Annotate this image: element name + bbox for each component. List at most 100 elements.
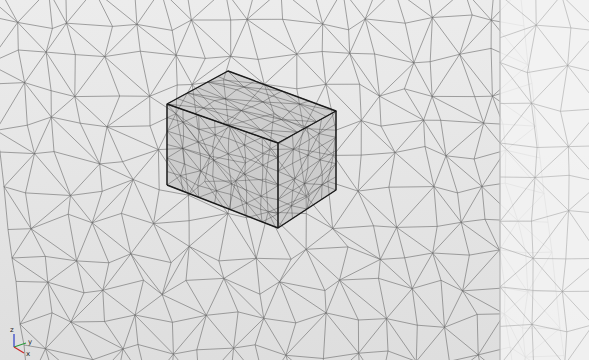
mesh-edge — [46, 52, 75, 55]
mesh-edge — [103, 290, 105, 321]
mesh-edge — [261, 196, 278, 200]
mesh-edge — [263, 96, 273, 102]
mesh-edge — [469, 250, 499, 255]
mesh-edge — [181, 171, 201, 176]
mesh-edge — [297, 24, 323, 54]
mesh-edge — [230, 348, 234, 360]
mesh-edge — [212, 147, 214, 161]
mesh-edge — [424, 120, 446, 156]
mesh-edge — [568, 66, 589, 109]
mesh-edge — [140, 51, 176, 55]
mesh-edge — [531, 66, 567, 104]
mesh-edge — [491, 48, 492, 96]
mesh-edge — [292, 135, 294, 149]
mesh-edge — [245, 174, 261, 196]
mesh-edge — [195, 108, 204, 114]
mesh-edge — [286, 313, 326, 355]
mesh-edge — [278, 206, 292, 214]
mesh-edge — [162, 246, 189, 294]
mesh-edge — [463, 255, 470, 291]
mesh-edge — [320, 137, 336, 160]
mesh-edge — [105, 51, 141, 56]
mesh-edge — [4, 154, 35, 187]
mesh-edge — [263, 102, 300, 104]
mesh-edge — [280, 282, 327, 313]
mesh-edge — [272, 122, 297, 132]
mesh-edge — [261, 186, 278, 197]
mesh-edge — [150, 55, 176, 96]
mesh-edge — [71, 322, 123, 349]
mesh-edge — [192, 58, 205, 84]
mesh-edge — [186, 280, 206, 315]
mesh-edge — [460, 54, 475, 96]
mesh-edge — [232, 174, 245, 184]
mesh-edge — [290, 111, 317, 121]
mesh-edge — [340, 280, 387, 319]
mesh-edge — [167, 145, 183, 149]
mesh-edge — [527, 25, 536, 72]
mesh-edge — [307, 185, 322, 209]
mesh-edge — [89, 349, 123, 360]
mesh-edge — [0, 50, 18, 64]
mesh-edge — [389, 153, 395, 188]
mesh-edge — [80, 123, 100, 164]
mesh-edge — [133, 180, 153, 224]
mesh-edge — [0, 152, 4, 187]
mesh-edge — [397, 226, 438, 227]
mesh-edge — [137, 24, 172, 30]
mesh-edge — [198, 129, 199, 142]
mesh-edge — [225, 0, 247, 19]
axis-label: y — [28, 338, 32, 346]
mesh-edge — [297, 84, 326, 89]
mesh-edge — [230, 184, 232, 195]
mesh-edge — [231, 194, 247, 203]
mesh-edge — [380, 89, 405, 96]
mesh-edge — [20, 313, 52, 324]
mesh-edge — [309, 185, 322, 196]
mesh-edge — [424, 120, 441, 121]
mesh-edge — [569, 182, 589, 210]
mesh-edge — [387, 319, 417, 360]
mesh-edge — [531, 103, 568, 146]
mesh-edge — [500, 324, 532, 360]
mesh-edge — [300, 101, 309, 104]
mesh-edge — [387, 319, 389, 351]
mesh-edge — [0, 64, 25, 83]
mesh-edge — [100, 127, 107, 164]
mesh-edge — [432, 96, 475, 97]
mesh-edge — [263, 153, 278, 157]
mesh-edge — [262, 153, 263, 165]
mesh-edge — [432, 0, 464, 18]
mesh-edge — [379, 259, 381, 278]
mesh-edge — [263, 165, 278, 185]
mesh-edge — [260, 196, 262, 209]
mesh-edge — [412, 289, 444, 328]
mesh-edge — [500, 177, 535, 179]
mesh-edge — [107, 96, 150, 127]
mesh-edge — [197, 350, 200, 360]
mesh-edge — [255, 345, 286, 356]
mesh-edge — [568, 109, 589, 147]
mesh-edge — [18, 50, 24, 83]
mesh-edge — [67, 23, 76, 54]
mesh-edge — [148, 354, 174, 360]
mesh-edge — [103, 254, 131, 290]
mesh-edge — [359, 353, 381, 360]
mesh-edge — [566, 211, 569, 259]
mesh-edge — [537, 146, 568, 148]
mesh-edge — [430, 62, 432, 97]
mesh-edge — [262, 214, 278, 222]
mesh-edge — [320, 160, 336, 164]
mesh-edge — [223, 117, 233, 123]
mesh-edge — [230, 194, 231, 209]
mesh-edge — [343, 0, 349, 30]
mesh-edge — [183, 122, 198, 142]
mesh-edge — [24, 345, 46, 349]
mesh-edge — [84, 290, 103, 293]
mesh-edge — [405, 253, 433, 258]
mesh-edge — [535, 178, 569, 211]
mesh-edge — [379, 278, 413, 288]
mesh-edge — [446, 156, 458, 193]
mesh-edge — [340, 280, 359, 320]
mesh-edge — [281, 0, 283, 19]
